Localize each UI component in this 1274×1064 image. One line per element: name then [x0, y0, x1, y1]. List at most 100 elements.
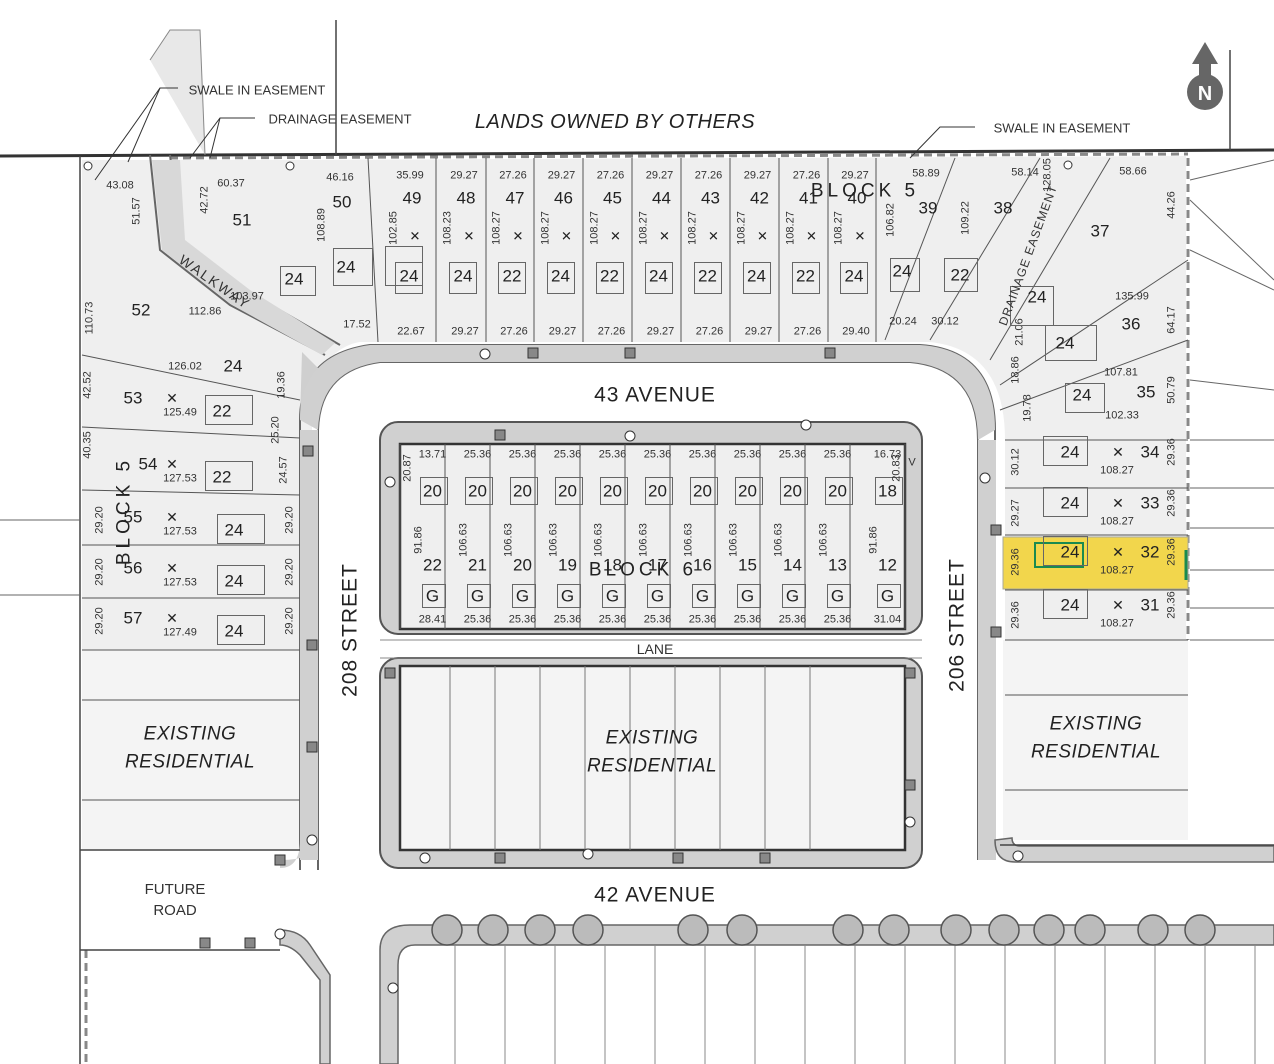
- b6-bottom-dim: 25.36: [823, 613, 852, 626]
- house-footprint: [824, 477, 853, 505]
- west-dim: 25.20: [269, 416, 282, 444]
- west-dim: 29.20: [93, 506, 106, 534]
- tree-icon: [988, 914, 1020, 946]
- lot-side-dim: 108.27: [490, 211, 503, 245]
- east-lot-number: 33: [1140, 493, 1160, 513]
- block-6-label: BLOCK 6: [588, 559, 698, 581]
- b6-lot-number: 18: [603, 555, 622, 575]
- house-model: 22: [502, 266, 522, 286]
- corner-lot-d1: 64.17: [1165, 306, 1178, 334]
- west-dim: 40.35: [81, 431, 94, 459]
- lot-rear-dim: 29.27: [451, 325, 479, 338]
- west-dim: 29.20: [283, 506, 296, 534]
- house-footprint: [601, 584, 626, 608]
- lot-rear-dim: 27.26: [597, 325, 626, 338]
- house-footprint: [498, 262, 526, 294]
- west-house-model: 22: [212, 401, 232, 421]
- house-model: 24: [399, 266, 419, 286]
- tree-icon: [431, 914, 463, 946]
- utility-x-icon: ✕: [512, 228, 524, 244]
- west-dim: 42.52: [81, 371, 94, 399]
- b6-side-dim: 106.63: [502, 523, 514, 557]
- b6-side-dim: 106.63: [817, 523, 829, 557]
- north-arrow-letter: N: [1197, 83, 1213, 105]
- utility-x-icon: ✕: [166, 390, 178, 406]
- corner-lot-model: 24: [223, 356, 243, 376]
- lot-number: 47: [505, 188, 525, 208]
- corner-lot-d2: 51.57: [130, 197, 143, 225]
- house-footprint: [734, 477, 763, 505]
- road-206-street: 206 STREET: [945, 558, 969, 692]
- house-model: 24: [649, 266, 668, 286]
- b6-top-dim: 25.36: [508, 448, 537, 461]
- b6-lot-number: 13: [828, 555, 847, 575]
- utility-x-icon: ✕: [659, 228, 670, 244]
- road-43-avenue: 43 AVENUE: [594, 383, 716, 407]
- b6-top-dim: 13.71: [418, 448, 447, 461]
- utility-x-icon: ✕: [854, 228, 866, 244]
- house-footprint: [826, 584, 851, 608]
- house-footprint: [1045, 325, 1097, 361]
- b6-house-model: 20: [783, 481, 802, 501]
- b6-garage: G: [605, 586, 620, 606]
- existing-residential-west: EXISTING RESIDENTIAL: [124, 723, 256, 772]
- house-footprint: [599, 477, 628, 505]
- tree-icon: [878, 914, 910, 946]
- house-footprint: [736, 584, 761, 608]
- corner-lot-d2: 112.86: [188, 305, 222, 318]
- b6-top-dim: 25.36: [778, 448, 807, 461]
- west-depth-dim: 127.53: [163, 576, 197, 589]
- east-front-dim: 29.36: [1009, 548, 1022, 576]
- b6-lot-number: 16: [693, 555, 712, 575]
- east-rear-dim: 29.36: [1165, 489, 1178, 517]
- corner-lot-model: 24: [284, 269, 304, 289]
- lot-side-dim: 108.27: [686, 211, 698, 245]
- corner-lot-model: 24: [1027, 287, 1047, 307]
- road-208-street: 208 STREET: [338, 563, 362, 697]
- lot-side-dim: 108.23: [441, 211, 454, 245]
- b6-garage: G: [880, 586, 895, 606]
- utility-x-icon: ✕: [708, 228, 719, 244]
- lot-front-dim: 27.26: [499, 169, 527, 182]
- corner-lot-lot: 36: [1121, 314, 1141, 334]
- corner-lot-model: 22: [950, 265, 970, 285]
- b6-garage: G: [830, 586, 845, 606]
- b6-top-dim: 25.36: [553, 448, 582, 461]
- corner-lot-d2: 30.12: [931, 315, 959, 328]
- b6-house-model: 20: [513, 481, 532, 501]
- b6-garage: G: [560, 586, 575, 606]
- lot-rear-dim: 22.67: [397, 325, 425, 338]
- lot-rear-dim: 27.26: [500, 325, 528, 338]
- corner-lot-d3: 126.02: [168, 360, 202, 373]
- lot-front-dim: 29.27: [547, 169, 576, 182]
- highlighted-lot-32[interactable]: [1002, 536, 1189, 590]
- house-footprint: [840, 262, 868, 294]
- house-footprint: [1065, 383, 1105, 413]
- b6-garage: G: [740, 586, 755, 606]
- b6-bottom-dim: 25.36: [553, 613, 582, 626]
- b6-garage: G: [470, 586, 485, 606]
- b6-bottom-dim: 25.36: [688, 613, 717, 626]
- lot-number: 49: [402, 188, 422, 208]
- b6-side-dim: 91.86: [867, 526, 879, 554]
- house-footprint: [1010, 286, 1054, 326]
- east-house-model: 24: [1060, 595, 1080, 615]
- lot-number: 42: [750, 188, 769, 208]
- lot-number: 43: [701, 188, 720, 208]
- b6-garage: G: [515, 586, 530, 606]
- b6-v-marker: V: [908, 456, 916, 469]
- corner-lot-model: 24: [336, 257, 356, 277]
- east-front-dim: 29.27: [1009, 499, 1022, 527]
- corner-lot-lot: 37: [1090, 221, 1110, 241]
- east-depth-dim: 108.27: [1100, 564, 1134, 577]
- lot-front-dim: 29.27: [645, 169, 674, 182]
- b6-lot-number: 19: [558, 555, 577, 575]
- lot-rear-dim: 27.26: [695, 325, 724, 338]
- east-lot-number: 31: [1140, 595, 1160, 615]
- house-footprint: [890, 258, 920, 292]
- b6-house-model: 18: [878, 481, 897, 501]
- house-footprint: [944, 258, 978, 292]
- west-house-model: 24: [224, 571, 244, 591]
- lot-front-dim: 35.99: [396, 169, 424, 182]
- b6-house-model: 20: [828, 481, 847, 501]
